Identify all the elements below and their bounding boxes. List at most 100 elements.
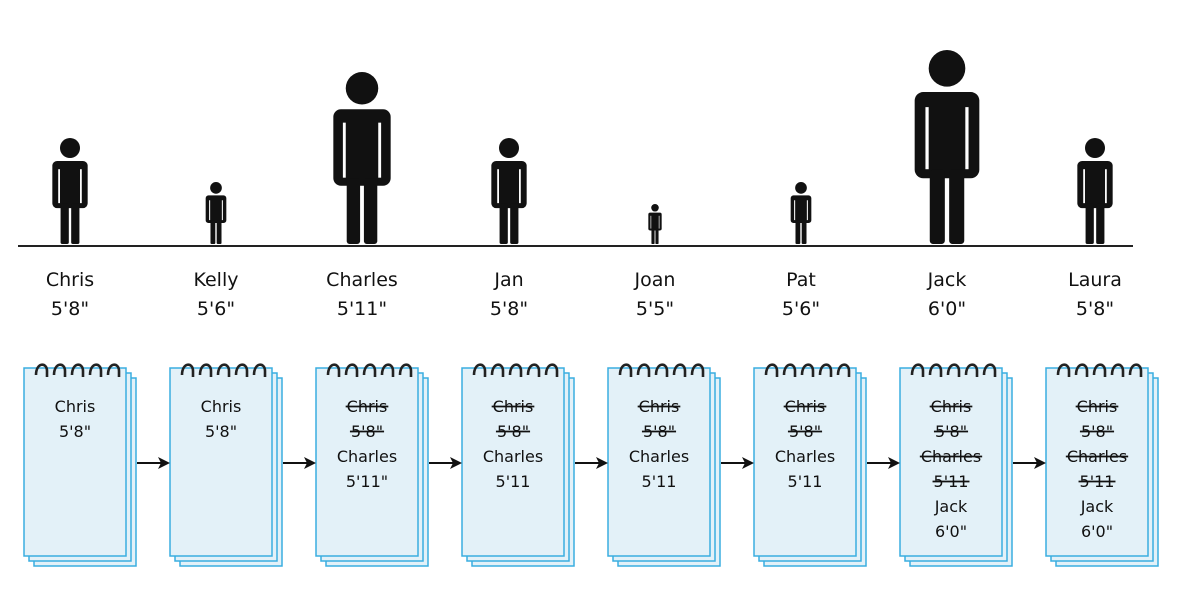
spiral-ring-icon (380, 363, 395, 376)
person-icon (914, 50, 980, 244)
person-icon (491, 138, 527, 244)
arm-gap (794, 200, 796, 221)
person-height-label: 5'11" (337, 298, 387, 320)
notepad-entry: 5'11" (346, 472, 388, 491)
person-head (345, 72, 379, 105)
person-name-label: Pat (786, 269, 816, 291)
spiral-ring-icon (1092, 363, 1107, 376)
person-leg (216, 220, 222, 244)
person-name-label: Laura (1068, 269, 1122, 291)
spiral-ring-icon (252, 363, 267, 376)
notepad-entry: 6'0" (1081, 522, 1113, 541)
person-height-label: 5'6" (197, 298, 235, 320)
person-leg (510, 203, 519, 244)
person-icon (1077, 138, 1113, 244)
arm-gap (378, 122, 382, 178)
spiral-ring-icon (782, 363, 797, 376)
spiral-ring-icon (198, 363, 213, 376)
spiral-ring-icon (508, 363, 523, 376)
spiral-ring-icon (70, 363, 85, 376)
notepad-page (753, 367, 857, 557)
arm-gap (221, 200, 223, 221)
spiral-ring-icon (88, 363, 103, 376)
person-torso (205, 195, 227, 223)
arm-gap (925, 107, 929, 170)
notepad-entry: Charles (483, 447, 543, 466)
spiral-ring-icon (764, 363, 779, 376)
arrow-head (596, 457, 608, 469)
spiral-ring-icon (672, 363, 687, 376)
spiral-ring-icon (1128, 363, 1143, 376)
person-name-label: Kelly (193, 269, 238, 291)
spiral-ring-icon (398, 363, 413, 376)
person-head (795, 182, 807, 194)
notepad-page (899, 367, 1003, 557)
arm-gap (209, 200, 211, 221)
notepad-entry: Chris (55, 397, 96, 416)
notepad-entry: Charles (629, 447, 689, 466)
spiral-ring-icon (216, 363, 231, 376)
notepad-entry: 5'8" (205, 422, 237, 441)
arrow-head (158, 457, 170, 469)
spiral-ring-icon (52, 363, 67, 376)
spiral-ring-icon (1110, 363, 1125, 376)
person-torso (333, 109, 391, 186)
notepad-entry: 5'11 (642, 472, 677, 491)
person-name-label: Chris (46, 269, 94, 291)
person-icon (648, 204, 662, 244)
person-head (1084, 138, 1106, 159)
spiral-ring-icon (362, 363, 377, 376)
notepad-page (1045, 367, 1149, 557)
person-name-label: Joan (634, 269, 676, 291)
arm-gap (965, 107, 969, 170)
spiral-ring-icon (928, 363, 943, 376)
spiral-ring-icon (800, 363, 815, 376)
person-name-label: Jack (927, 269, 967, 291)
spiral-ring-icon (654, 363, 669, 376)
notepad-entry: 5'11 (496, 472, 531, 491)
person-leg (949, 169, 965, 244)
person-leg (795, 220, 801, 244)
person-head (59, 138, 81, 159)
arrow-right-icon (429, 457, 462, 469)
spiral-ring-icon (982, 363, 997, 376)
person-leg (655, 228, 659, 244)
person-torso (52, 160, 88, 209)
arm-gap (80, 169, 82, 204)
person-leg (1096, 203, 1105, 244)
spiral-ring-icon (526, 363, 541, 376)
arm-gap (1105, 169, 1107, 204)
person-torso (790, 195, 812, 223)
arm-gap (806, 200, 808, 221)
person-leg (346, 178, 361, 244)
person-name-label: Charles (326, 269, 398, 291)
spiral-ring-icon (818, 363, 833, 376)
arrows-layer (137, 457, 1046, 469)
arrow-right-icon (137, 457, 170, 469)
notepad-entry: 5'11 (788, 472, 823, 491)
arrow-right-icon (867, 457, 900, 469)
spiral-ring-icon (544, 363, 559, 376)
notepad-entry: 6'0" (935, 522, 967, 541)
person-torso (1077, 160, 1113, 209)
person-torso (648, 212, 662, 231)
person-head (651, 204, 659, 212)
person-height-label: 5'8" (1076, 298, 1114, 320)
person-torso (491, 160, 527, 209)
person-leg (499, 203, 508, 244)
person-leg (210, 220, 216, 244)
person-head (928, 50, 966, 87)
person-height-label: 5'8" (490, 298, 528, 320)
notepad-entry: Charles (337, 447, 397, 466)
person-height-label: 5'6" (782, 298, 820, 320)
arm-gap (650, 215, 652, 229)
person-leg (929, 169, 945, 244)
spiral-ring-icon (964, 363, 979, 376)
person-height-label: 6'0" (928, 298, 966, 320)
